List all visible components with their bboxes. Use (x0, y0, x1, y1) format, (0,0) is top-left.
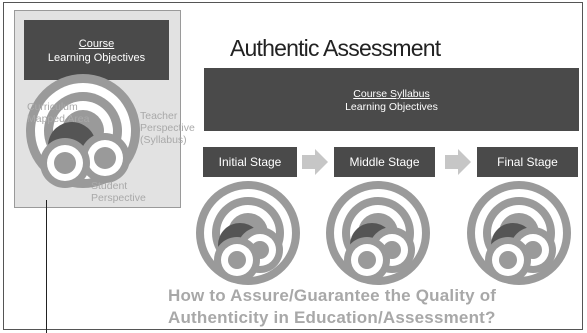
question-line2: Authenticity in Education/Assessment? (168, 308, 496, 327)
teacher-label-line3: (Syllabus) (140, 134, 187, 146)
stage-final: Final Stage (477, 147, 578, 177)
course-label: Course (78, 38, 115, 50)
question-text: How to Assure/Guarantee the Quality of A… (168, 285, 496, 329)
teacher-label: Teacher Perspective (Syllabus) (140, 110, 195, 146)
teacher-label-line2: Perspective (140, 122, 195, 134)
curriculum-label-line1: Curriculum (27, 101, 78, 113)
syllabus-label: Course Syllabus (353, 88, 430, 100)
syllabus-box: Course Syllabus Learning Objectives (204, 68, 579, 131)
final-stage-target-icon (467, 181, 571, 285)
initial-stage-target-icon (196, 181, 300, 285)
syllabus-objectives-label: Learning Objectives (345, 101, 438, 113)
course-objectives-box: Course Learning Objectives (24, 20, 169, 80)
stage-initial: Initial Stage (203, 147, 297, 177)
arrow-right-icon (445, 149, 471, 175)
student-target-icon (40, 138, 90, 188)
stage-middle: Middle Stage (334, 147, 435, 177)
curriculum-label: Curriculum Mapped Area (27, 101, 89, 125)
teacher-label-line1: Teacher (140, 110, 178, 122)
student-label-line2: Perspective (91, 192, 146, 204)
diagram-frame (3, 2, 583, 330)
question-line1: How to Assure/Guarantee the Quality of (168, 286, 497, 305)
curriculum-label-line2: Mapped Area (27, 113, 90, 125)
objectives-label: Learning Objectives (47, 52, 146, 64)
arrow-right-icon (302, 149, 328, 175)
leader-line (46, 200, 47, 333)
page-title: Authentic Assessment (230, 35, 441, 61)
middle-stage-target-icon (326, 181, 430, 285)
teacher-target-icon (80, 133, 130, 183)
student-label: Student Perspective (91, 180, 146, 204)
student-label-line1: Student (91, 180, 128, 192)
